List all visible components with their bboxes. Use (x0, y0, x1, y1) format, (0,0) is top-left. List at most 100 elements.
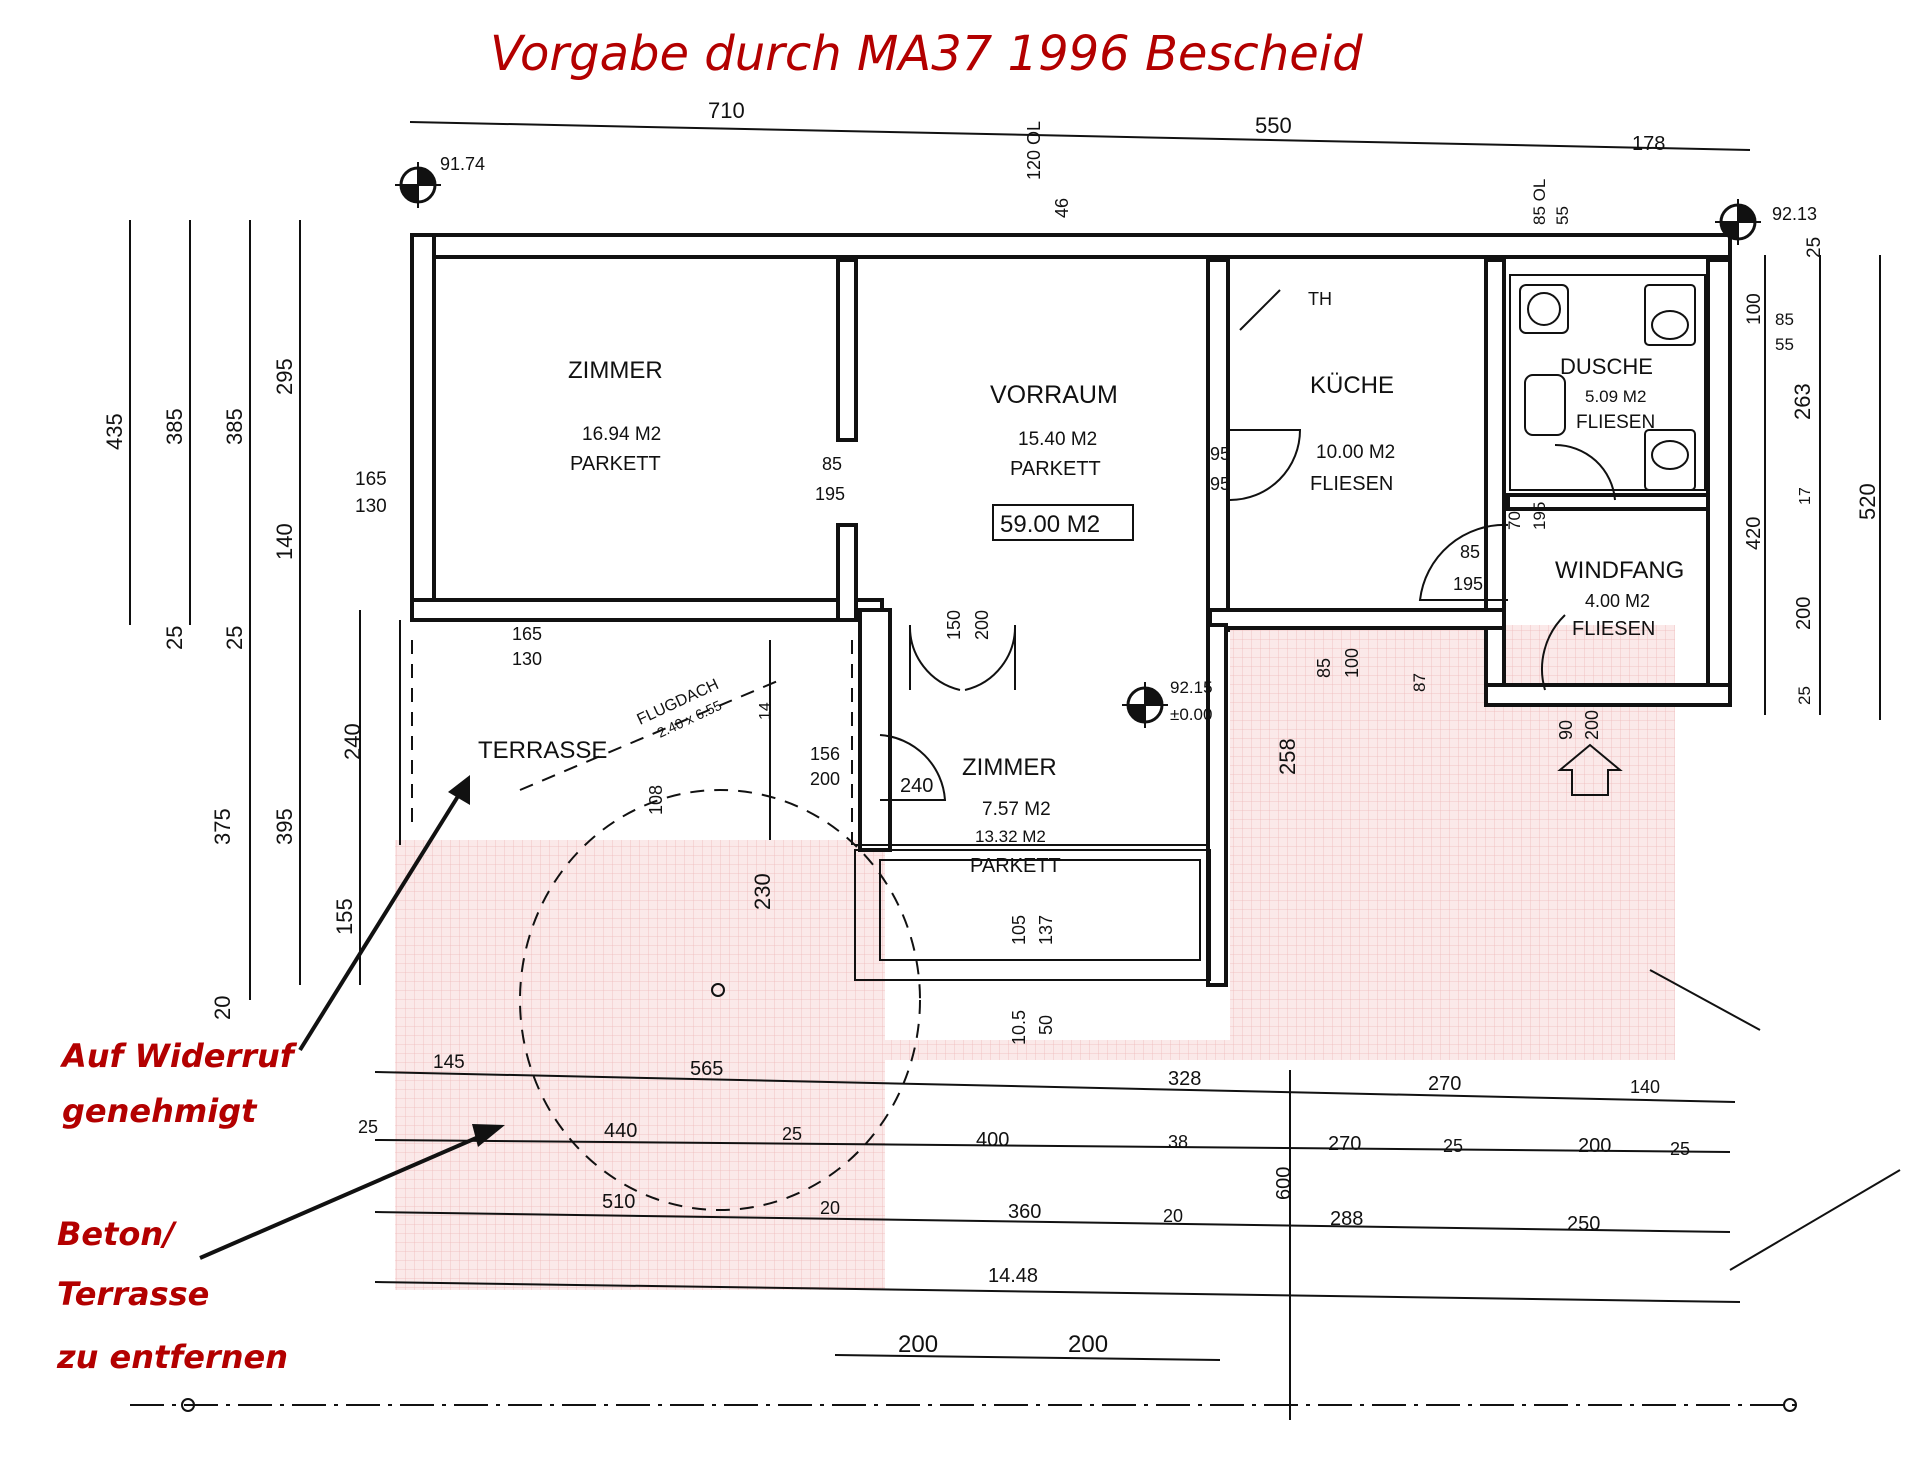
svg-text:FLIESEN: FLIESEN (1572, 618, 1655, 640)
annotation-arrows (199, 775, 505, 1260)
hatched-area (395, 625, 1675, 1290)
dim-b2-9: 25 (1670, 1139, 1690, 1159)
dim-left-4: 295 (272, 358, 297, 395)
dim-left-8: 240 (340, 723, 365, 760)
dim-inner-5: 150 (944, 610, 964, 640)
dim-b3-1: 510 (602, 1191, 635, 1213)
door-swings (879, 289, 1616, 801)
dim-inner-26: 90 (1556, 720, 1576, 740)
dim-left-10: 395 (272, 808, 297, 845)
room-zimmer-2: ZIMMER 7.57 M2 13.32 M2 PARKETT (962, 754, 1061, 877)
dim-top-3: 178 (1632, 133, 1665, 155)
room-kueche: KÜCHE 10.00 M2 FLIESEN TH (1308, 289, 1395, 495)
dim-b3-4: 20 (1163, 1206, 1183, 1226)
dim-b2-1: 25 (358, 1117, 378, 1137)
svg-text:PARKETT: PARKETT (970, 855, 1061, 877)
dim-left-9: 375 (210, 808, 235, 845)
svg-text:7.57 M2: 7.57 M2 (982, 799, 1051, 820)
dim-b1-2: 565 (690, 1058, 723, 1080)
svg-text:5.09 M2: 5.09 M2 (1585, 387, 1646, 406)
svg-text:Auf Widerruf: Auf Widerruf (59, 1037, 298, 1075)
dim-b2-5: 38 (1168, 1132, 1188, 1152)
dim-left-door-1: 165 (355, 469, 387, 490)
level-nw: 91.74 (440, 154, 485, 174)
svg-text:59.00 M2: 59.00 M2 (1000, 511, 1100, 538)
dim-right-2: 100 (1744, 293, 1765, 325)
sanitary-fixtures (1519, 284, 1696, 491)
svg-text:DUSCHE: DUSCHE (1560, 354, 1653, 379)
svg-text:ZIMMER: ZIMMER (962, 754, 1057, 781)
dim-right-10: 17 (1797, 487, 1814, 505)
svg-text:TH: TH (1308, 289, 1332, 309)
dim-b2-3: 25 (782, 1124, 802, 1144)
room-vorraum: VORRAUM 15.40 M2 PARKETT 59.00 M2 (990, 381, 1134, 541)
svg-text:13.32 M2: 13.32 M2 (975, 827, 1046, 846)
level-markers (395, 162, 1761, 728)
dim-b2-4: 400 (976, 1129, 1009, 1151)
dim-b1-5: 140 (1630, 1077, 1660, 1097)
svg-text:PARKETT: PARKETT (1010, 458, 1101, 480)
dim-b2-8: 200 (1578, 1135, 1611, 1157)
dim-inner-3: 95 (1210, 444, 1230, 464)
dim-b3-2: 20 (820, 1198, 840, 1218)
dim-left-11: 155 (332, 898, 357, 935)
dim-left-door-2: 130 (355, 496, 387, 517)
svg-text:Beton/: Beton/ (57, 1215, 177, 1253)
svg-text:4.00 M2: 4.00 M2 (1585, 591, 1650, 611)
svg-text:10.00 M2: 10.00 M2 (1316, 442, 1395, 463)
dim-inner-11: 165 (512, 624, 542, 644)
annotation-widerruf: Auf Widerruf genehmigt (59, 1037, 298, 1130)
dim-inner-13: 156 (810, 744, 840, 764)
dim-b3-6: 250 (1567, 1213, 1600, 1235)
dim-inner-22: 258 (1275, 738, 1300, 775)
dim-inner-25: 87 (1410, 673, 1429, 692)
dim-inner-9: 85 (1460, 542, 1480, 562)
dim-600: 600 (1273, 1167, 1295, 1200)
dim-left-12: 20 (210, 996, 235, 1020)
dim-inner-18: 105 (1009, 915, 1029, 945)
level-ne: 92.13 (1772, 204, 1817, 224)
dim-right-6: 520 (1855, 483, 1880, 520)
room-dusche: DUSCHE 5.09 M2 FLIESEN (1560, 354, 1655, 433)
dim-inner-14: 200 (810, 769, 840, 789)
dim-b5-1: 200 (898, 1331, 938, 1358)
dim-b3-5: 288 (1330, 1208, 1363, 1230)
svg-text:zu entfernen: zu entfernen (56, 1338, 288, 1376)
svg-text:genehmigt: genehmigt (62, 1092, 258, 1130)
svg-text:ZIMMER: ZIMMER (568, 357, 663, 384)
dim-right-8: 200 (1793, 597, 1815, 630)
svg-text:15.40 M2: 15.40 M2 (1018, 429, 1097, 450)
dim-right-1: 25 (1804, 237, 1825, 258)
dim-inner-21: 50 (1036, 1015, 1056, 1035)
dim-b1-3: 328 (1168, 1068, 1201, 1090)
svg-text:FLIESEN: FLIESEN (1310, 473, 1393, 495)
dim-b5-2: 200 (1068, 1331, 1108, 1358)
dim-b2-6: 270 (1328, 1133, 1361, 1155)
dim-inner-6: 200 (972, 610, 992, 640)
dim-b1-1: 145 (433, 1052, 465, 1073)
dim-left-5: 140 (272, 523, 297, 560)
dim-left-6: 25 (162, 626, 187, 650)
dim-right-5: 263 (1790, 383, 1815, 420)
level-marker-center (1122, 682, 1168, 728)
dim-left-2: 385 (162, 408, 187, 445)
dim-left-7: 25 (222, 626, 247, 650)
level-center-bottom: ±0.00 (1170, 705, 1212, 724)
entrance-arrow-icon (1557, 743, 1623, 796)
dim-inner-10: 195 (1453, 574, 1483, 594)
dimension-lines (129, 121, 1901, 1420)
svg-text:WINDFANG: WINDFANG (1555, 557, 1684, 584)
dim-inner-4: 95 (1210, 474, 1230, 494)
room-windfang: WINDFANG 4.00 M2 FLIESEN (1555, 557, 1684, 640)
dim-b2-2: 440 (604, 1120, 637, 1142)
dim-inner-20: 10.5 (1009, 1010, 1029, 1045)
svg-text:FLIESEN: FLIESEN (1576, 412, 1655, 433)
level-marker-ne (1715, 199, 1761, 245)
dim-top-small-1: 120 OL (1024, 121, 1044, 180)
dim-top-2: 550 (1255, 113, 1292, 138)
dim-b3-3: 360 (1008, 1201, 1041, 1223)
dim-inner-7: 70 (1505, 511, 1524, 530)
svg-text:PARKETT: PARKETT (570, 453, 661, 475)
dim-inner-12: 130 (512, 649, 542, 669)
